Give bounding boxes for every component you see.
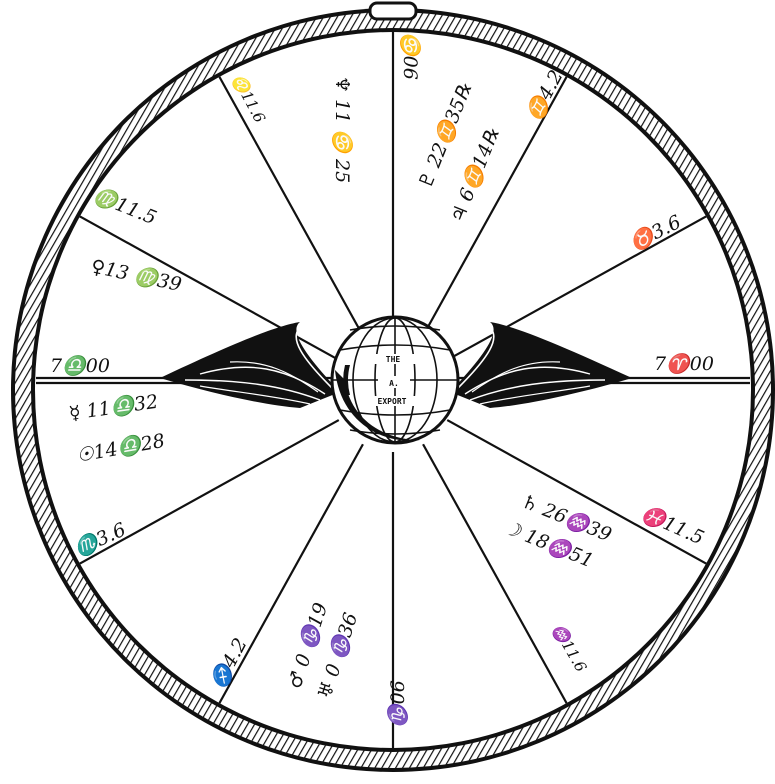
globe-label-top: THE (386, 355, 401, 364)
planet-neptune: ♆ 11 ♋ 25 (331, 76, 354, 183)
globe-label-bottom: EXPORT (378, 397, 407, 406)
cusp-label-10: ♋06 (399, 32, 422, 80)
cusp-label-1: 7♎00 (50, 354, 110, 377)
ring-clasp (370, 3, 416, 19)
globe-icon: THE A. EXPORT (332, 317, 458, 443)
cusp-label-4: ♑06 (386, 680, 409, 728)
globe-label-middle: A. (389, 379, 399, 388)
cusp-label-7: 7♈00 (654, 352, 714, 375)
